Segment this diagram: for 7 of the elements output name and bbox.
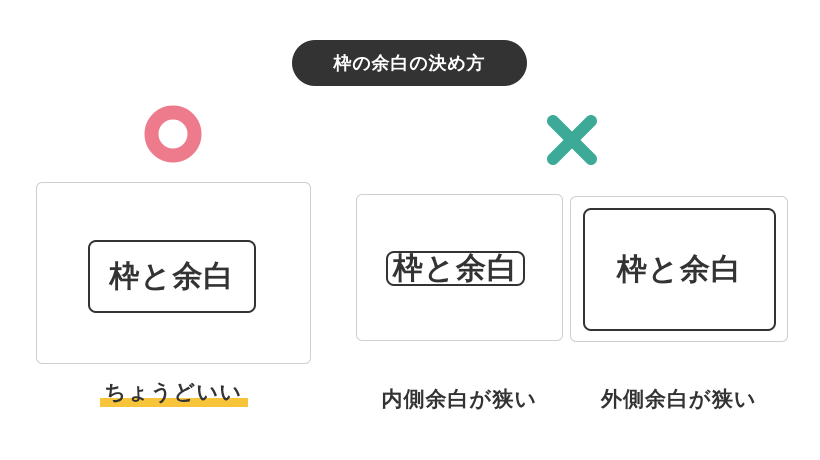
bordered-text-box: 枠と余白 (386, 251, 525, 286)
title-banner: 枠の余白の決め方 (292, 40, 527, 86)
node-label: 外側余白が狭い (601, 387, 757, 411)
node-label: 内側余白が狭い (382, 387, 538, 411)
bordered-text-box: 枠と余白 (88, 240, 256, 313)
node-label: ちょうどいい (100, 380, 248, 407)
bordered-text-box: 枠と余白 (583, 208, 776, 331)
